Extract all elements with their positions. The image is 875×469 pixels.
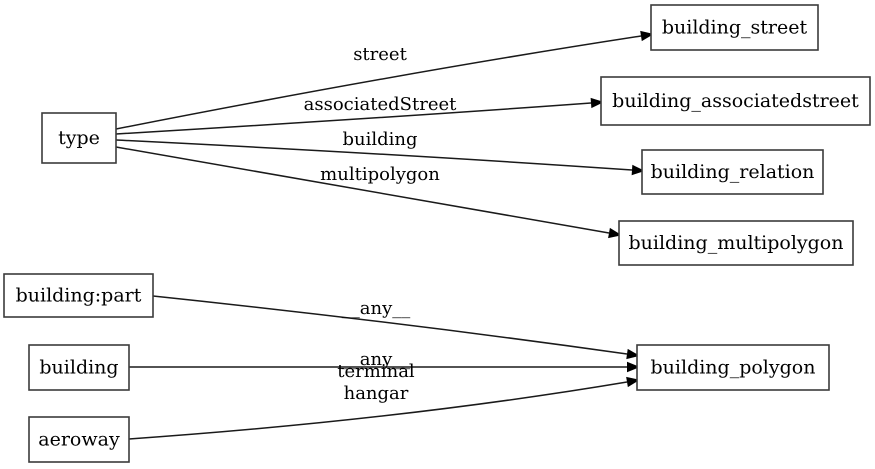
edge-arrowhead-icon — [627, 361, 640, 373]
node-label: building_multipolygon — [629, 232, 844, 254]
edge-label: hangar — [344, 383, 409, 404]
nodes-layer: type building_street building_associatedst… — [3, 4, 871, 463]
edge-line — [128, 381, 628, 440]
node-label: building — [39, 357, 118, 379]
node-label: building_street — [662, 17, 808, 39]
graph-edge — [115, 97, 604, 135]
edge-line — [115, 35, 642, 130]
edge-line — [115, 146, 610, 234]
graph-node-building_relation[interactable]: building_relation — [641, 149, 824, 195]
edge-label: associatedStreet — [304, 94, 457, 115]
graph-edge — [115, 139, 645, 176]
node-label: building_associatedstreet — [612, 90, 859, 112]
edge-label: terminal — [337, 361, 415, 382]
graph-node-building_multipolygon[interactable]: building_multipolygon — [618, 220, 854, 266]
node-label: building_polygon — [651, 357, 816, 379]
node-box[interactable] — [28, 416, 130, 463]
graph-node-building[interactable]: building — [28, 344, 130, 391]
edge-label: __any__ — [342, 349, 411, 370]
graph-node-aeroway[interactable]: aeroway — [28, 416, 130, 463]
node-label: building:part — [16, 285, 142, 307]
node-box[interactable] — [641, 149, 824, 195]
node-box[interactable] — [618, 220, 854, 266]
edge-arrowhead-icon — [631, 164, 645, 176]
node-box[interactable] — [636, 344, 830, 391]
node-box[interactable] — [3, 273, 154, 318]
edge-line — [152, 295, 628, 355]
graph-edge — [129, 361, 640, 373]
edge-line — [115, 102, 592, 135]
node-label: type — [58, 127, 100, 149]
node-box[interactable] — [41, 112, 117, 164]
graph-node-building_part[interactable]: building:part — [3, 273, 154, 318]
node-label: building_relation — [651, 161, 815, 183]
graph-edge — [115, 146, 622, 239]
edge-labels-layer: street associatedStreet building multipolyg… — [304, 44, 457, 404]
node-box[interactable] — [600, 76, 871, 126]
node-box[interactable] — [28, 344, 130, 391]
edge-arrowhead-icon — [590, 97, 604, 109]
edge-label: multipolygon — [320, 164, 440, 185]
edge-label: street — [353, 44, 407, 65]
edges-layer — [115, 30, 654, 440]
graph-node-type[interactable]: type — [41, 112, 117, 164]
node-label: aeroway — [38, 429, 120, 451]
graph-node-building_polygon[interactable]: building_polygon — [636, 344, 830, 391]
graph-node-building_street[interactable]: building_street — [650, 4, 819, 51]
graph-node-building_associatedstreet[interactable]: building_associatedstreet — [600, 76, 871, 126]
edge-label: building — [342, 129, 417, 150]
node-box[interactable] — [650, 4, 819, 51]
edge-label: __any__ — [342, 298, 411, 319]
edge-line — [115, 139, 633, 171]
